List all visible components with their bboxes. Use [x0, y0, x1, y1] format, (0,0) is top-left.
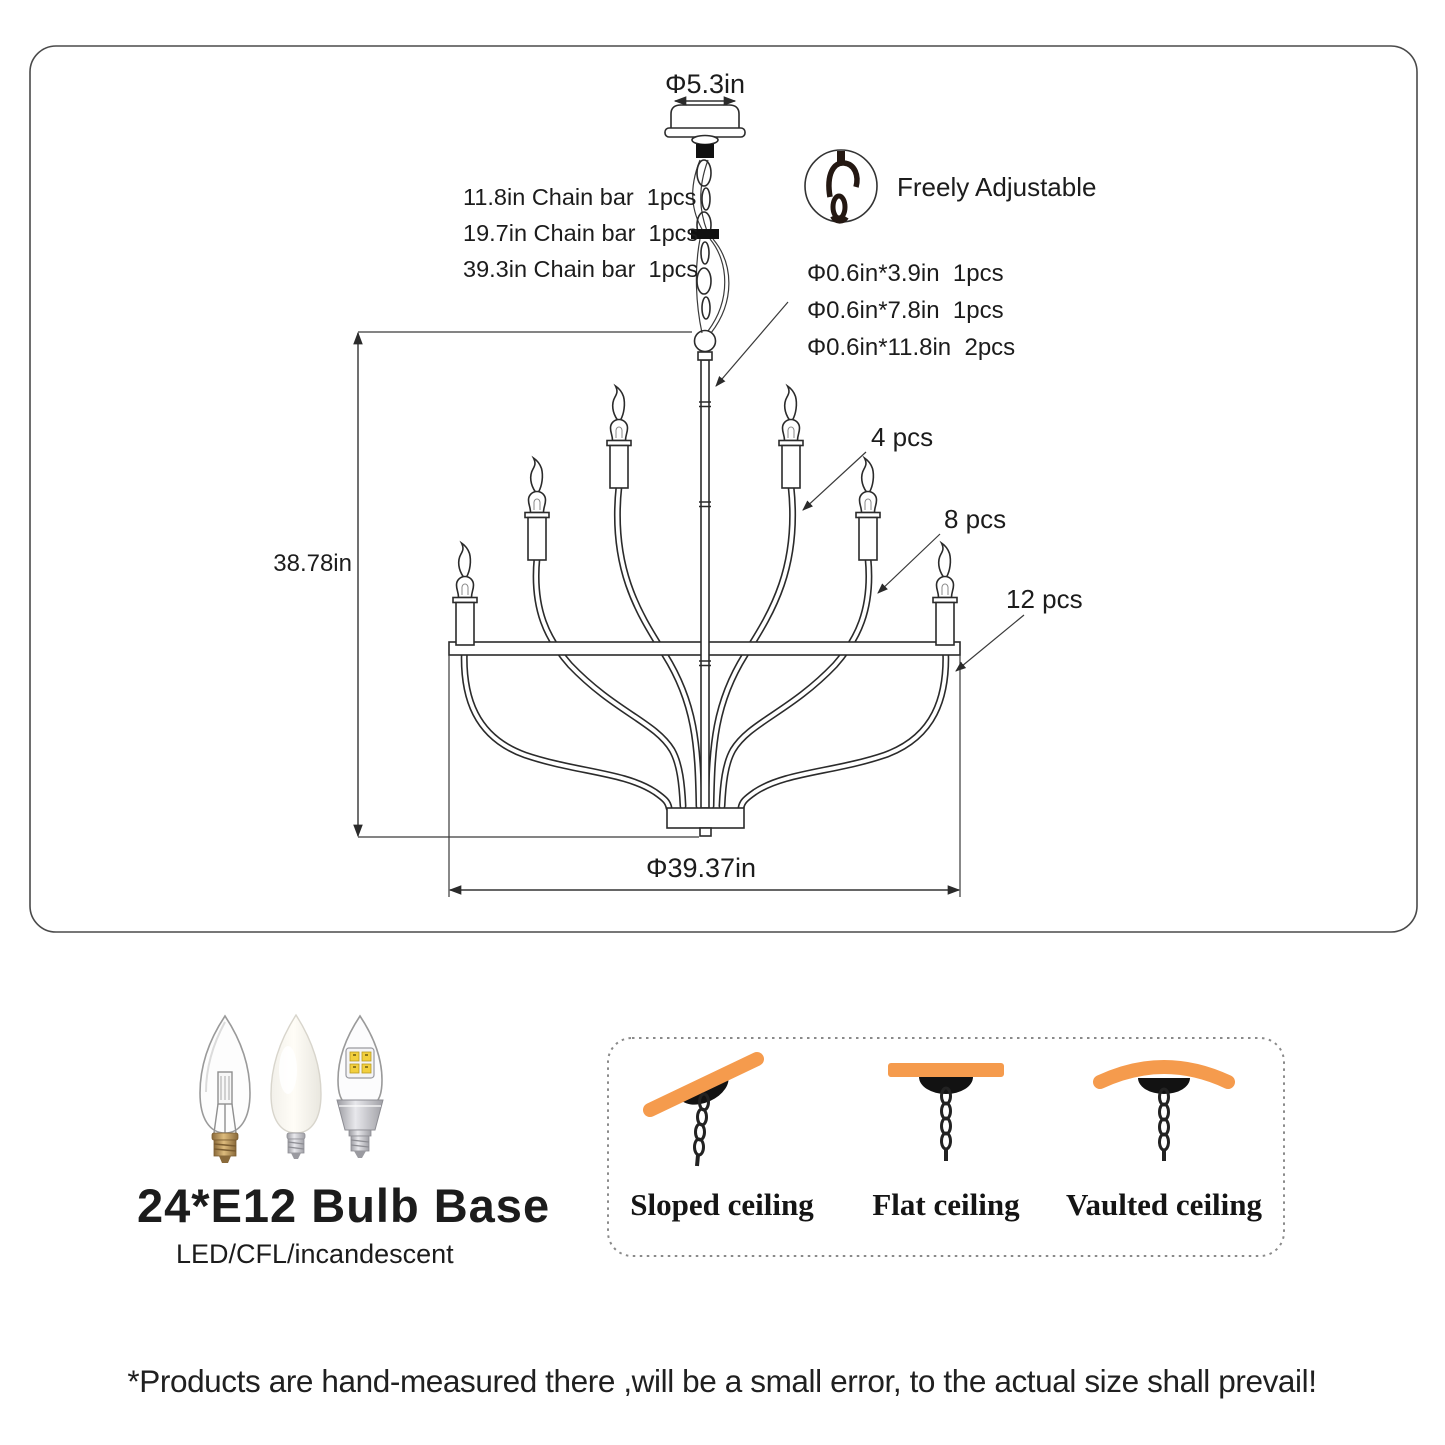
- rod-spec-3: Φ0.6in*11.8in 2pcs: [807, 334, 1015, 361]
- dimension-annotations: Φ5.3in 38.78in Φ39.37in 11.8in Chain bar…: [273, 69, 1096, 897]
- canopy-stem: [696, 144, 714, 158]
- freely-adjustable-badge: Freely Adjustable: [804, 149, 1096, 224]
- diagram-panel-border: [29, 45, 1418, 933]
- diameter-label: Φ39.37in: [646, 853, 756, 883]
- candle-mid-left: [524, 457, 550, 561]
- bulb-base-title: 24*E12 Bulb Base: [137, 1179, 550, 1232]
- candle-outer-right: [932, 542, 958, 646]
- ceiling-options-box: Sloped ceiling Flat ceiling: [607, 1037, 1285, 1257]
- vaulted-chain: [1158, 1087, 1170, 1161]
- rod-spec-list: Φ0.6in*3.9in 1pcs Φ0.6in*7.8in 1pcs Φ0.6…: [715, 260, 1015, 387]
- rod-spec-2: Φ0.6in*7.8in 1pcs: [807, 297, 1004, 324]
- ceiling-canopy: [664, 104, 746, 158]
- canopy-diameter-label: Φ5.3in: [665, 69, 745, 99]
- led-bulb-image: [336, 1014, 384, 1158]
- count-4pcs: 4 pcs: [871, 422, 933, 452]
- sloped-ceiling-label: Sloped ceiling: [630, 1187, 814, 1222]
- chain-hook-icon: [826, 151, 860, 224]
- halogen-bulb-image: [199, 1014, 251, 1163]
- frosted-bulb-image: [270, 1013, 322, 1159]
- chain-bar-1: 11.8in Chain bar 1pcs: [463, 184, 696, 210]
- flat-ceiling-label: Flat ceiling: [872, 1187, 1020, 1222]
- dotted-border: [607, 1037, 1285, 1257]
- vaulted-ceiling-icon: [1093, 1060, 1235, 1161]
- count-12pcs: 12 pcs: [1006, 584, 1083, 614]
- hanging-chain: [691, 159, 730, 361]
- candle-upper-left: [606, 385, 632, 489]
- chain-bar-3: 39.3in Chain bar 1pcs: [463, 256, 698, 282]
- chain-bar-list: 11.8in Chain bar 1pcs 19.7in Chain bar 1…: [463, 184, 698, 282]
- count-8pcs: 8 pcs: [944, 504, 1006, 534]
- bulb-section: 24*E12 Bulb Base LED/CFL/incandescent: [137, 1013, 550, 1269]
- flat-ceiling-icon: [888, 1063, 1004, 1161]
- sloped-ceiling-icon: [643, 1052, 764, 1167]
- chandelier-drawing: [448, 104, 961, 837]
- arm-count-labels: 4 pcs 8 pcs 12 pcs: [802, 422, 1083, 672]
- flat-chain: [940, 1086, 952, 1161]
- chandelier-bottom-hub: [666, 807, 745, 837]
- height-label: 38.78in: [273, 550, 352, 577]
- freely-adjustable-label: Freely Adjustable: [897, 172, 1096, 202]
- chandelier-rod: [699, 359, 711, 809]
- bulb-type-subtitle: LED/CFL/incandescent: [176, 1239, 454, 1269]
- sloped-chain: [693, 1092, 710, 1167]
- candle-mid-right: [855, 457, 881, 561]
- chain-loop: [693, 329, 717, 353]
- chain-bar-2: 19.7in Chain bar 1pcs: [463, 220, 698, 246]
- footer-disclaimer: *Products are hand-measured there ,will …: [127, 1363, 1316, 1399]
- vaulted-ceiling-label: Vaulted ceiling: [1066, 1187, 1263, 1222]
- candle-outer-left: [452, 542, 478, 646]
- chain-clamp: [691, 229, 719, 239]
- candle-upper-right: [778, 385, 804, 489]
- rod-spec-1: Φ0.6in*3.9in 1pcs: [807, 260, 1004, 287]
